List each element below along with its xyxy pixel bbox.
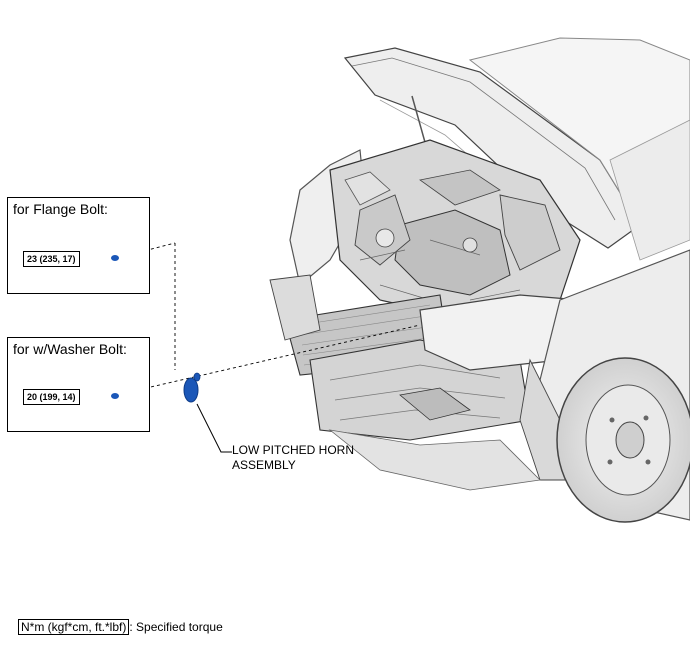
horn-label-line2: ASSEMBLY xyxy=(232,458,296,472)
front-wheel xyxy=(556,357,690,523)
torque-legend-text: : Specified torque xyxy=(129,620,223,634)
flange-bolt-callout: for Flange Bolt: 23 (235, 17) xyxy=(7,197,150,294)
washer-bolt-icon xyxy=(111,393,119,399)
leader-washer-bolt xyxy=(115,324,421,396)
torque-legend: N*m (kgf*cm, ft.*lbf): Specified torque xyxy=(18,619,223,635)
washer-bolt-title: for w/Washer Bolt: xyxy=(13,341,127,357)
flange-bolt-title: for Flange Bolt: xyxy=(13,201,108,217)
washer-bolt-torque: 20 (199, 14) xyxy=(23,389,80,405)
engine-bay xyxy=(329,139,581,321)
torque-unit-box: N*m (kgf*cm, ft.*lbf) xyxy=(18,619,130,635)
flange-bolt-torque: 23 (235, 17) xyxy=(23,251,80,267)
horn-label-line1: LOW PITCHED HORN xyxy=(232,443,355,457)
horn-assembly-icon xyxy=(183,372,201,403)
open-hood xyxy=(343,47,641,249)
horn-label-leader xyxy=(196,403,232,453)
flange-bolt-icon xyxy=(111,255,119,261)
horn-assembly-label: LOW PITCHED HORN ASSEMBLY xyxy=(232,443,354,473)
washer-bolt-callout: for w/Washer Bolt: 20 (199, 14) xyxy=(7,337,150,432)
